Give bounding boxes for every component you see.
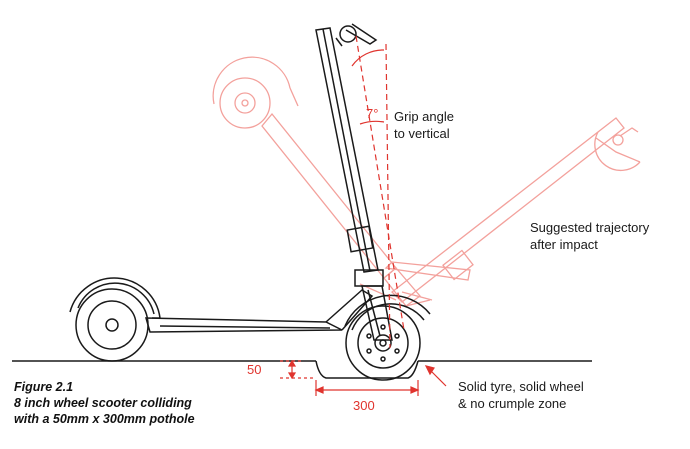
tyre-pointer-arrow [424,365,447,387]
ghost-scooter-front [359,117,641,303]
trajectory-label-line2: after impact [530,237,598,252]
caption-line2: 8 inch wheel scooter colliding [14,396,192,410]
tyre-label-line2: & no crumple zone [458,396,566,411]
stem [315,27,393,341]
handlebar [335,23,378,47]
angle-value: 7° [366,106,378,121]
caption-line1: Figure 2.1 [14,380,73,394]
ghost-scooter-back [212,56,431,307]
deck [144,289,374,333]
width-value: 300 [353,398,375,413]
depth-value: 50 [247,362,261,377]
grip-label-line1: Grip angle [394,109,454,124]
trajectory-label-line1: Suggested trajectory [530,220,650,235]
tyre-label-line1: Solid tyre, solid wheel [458,379,584,394]
front-wheel [344,294,431,381]
grip-angle-guides [351,35,405,349]
ground-line [12,360,592,379]
width-dimension [314,380,420,396]
grip-label-line2: to vertical [394,126,450,141]
caption-line3: with a 50mm x 300mm pothole [14,412,195,426]
depth-dimension [280,359,316,380]
